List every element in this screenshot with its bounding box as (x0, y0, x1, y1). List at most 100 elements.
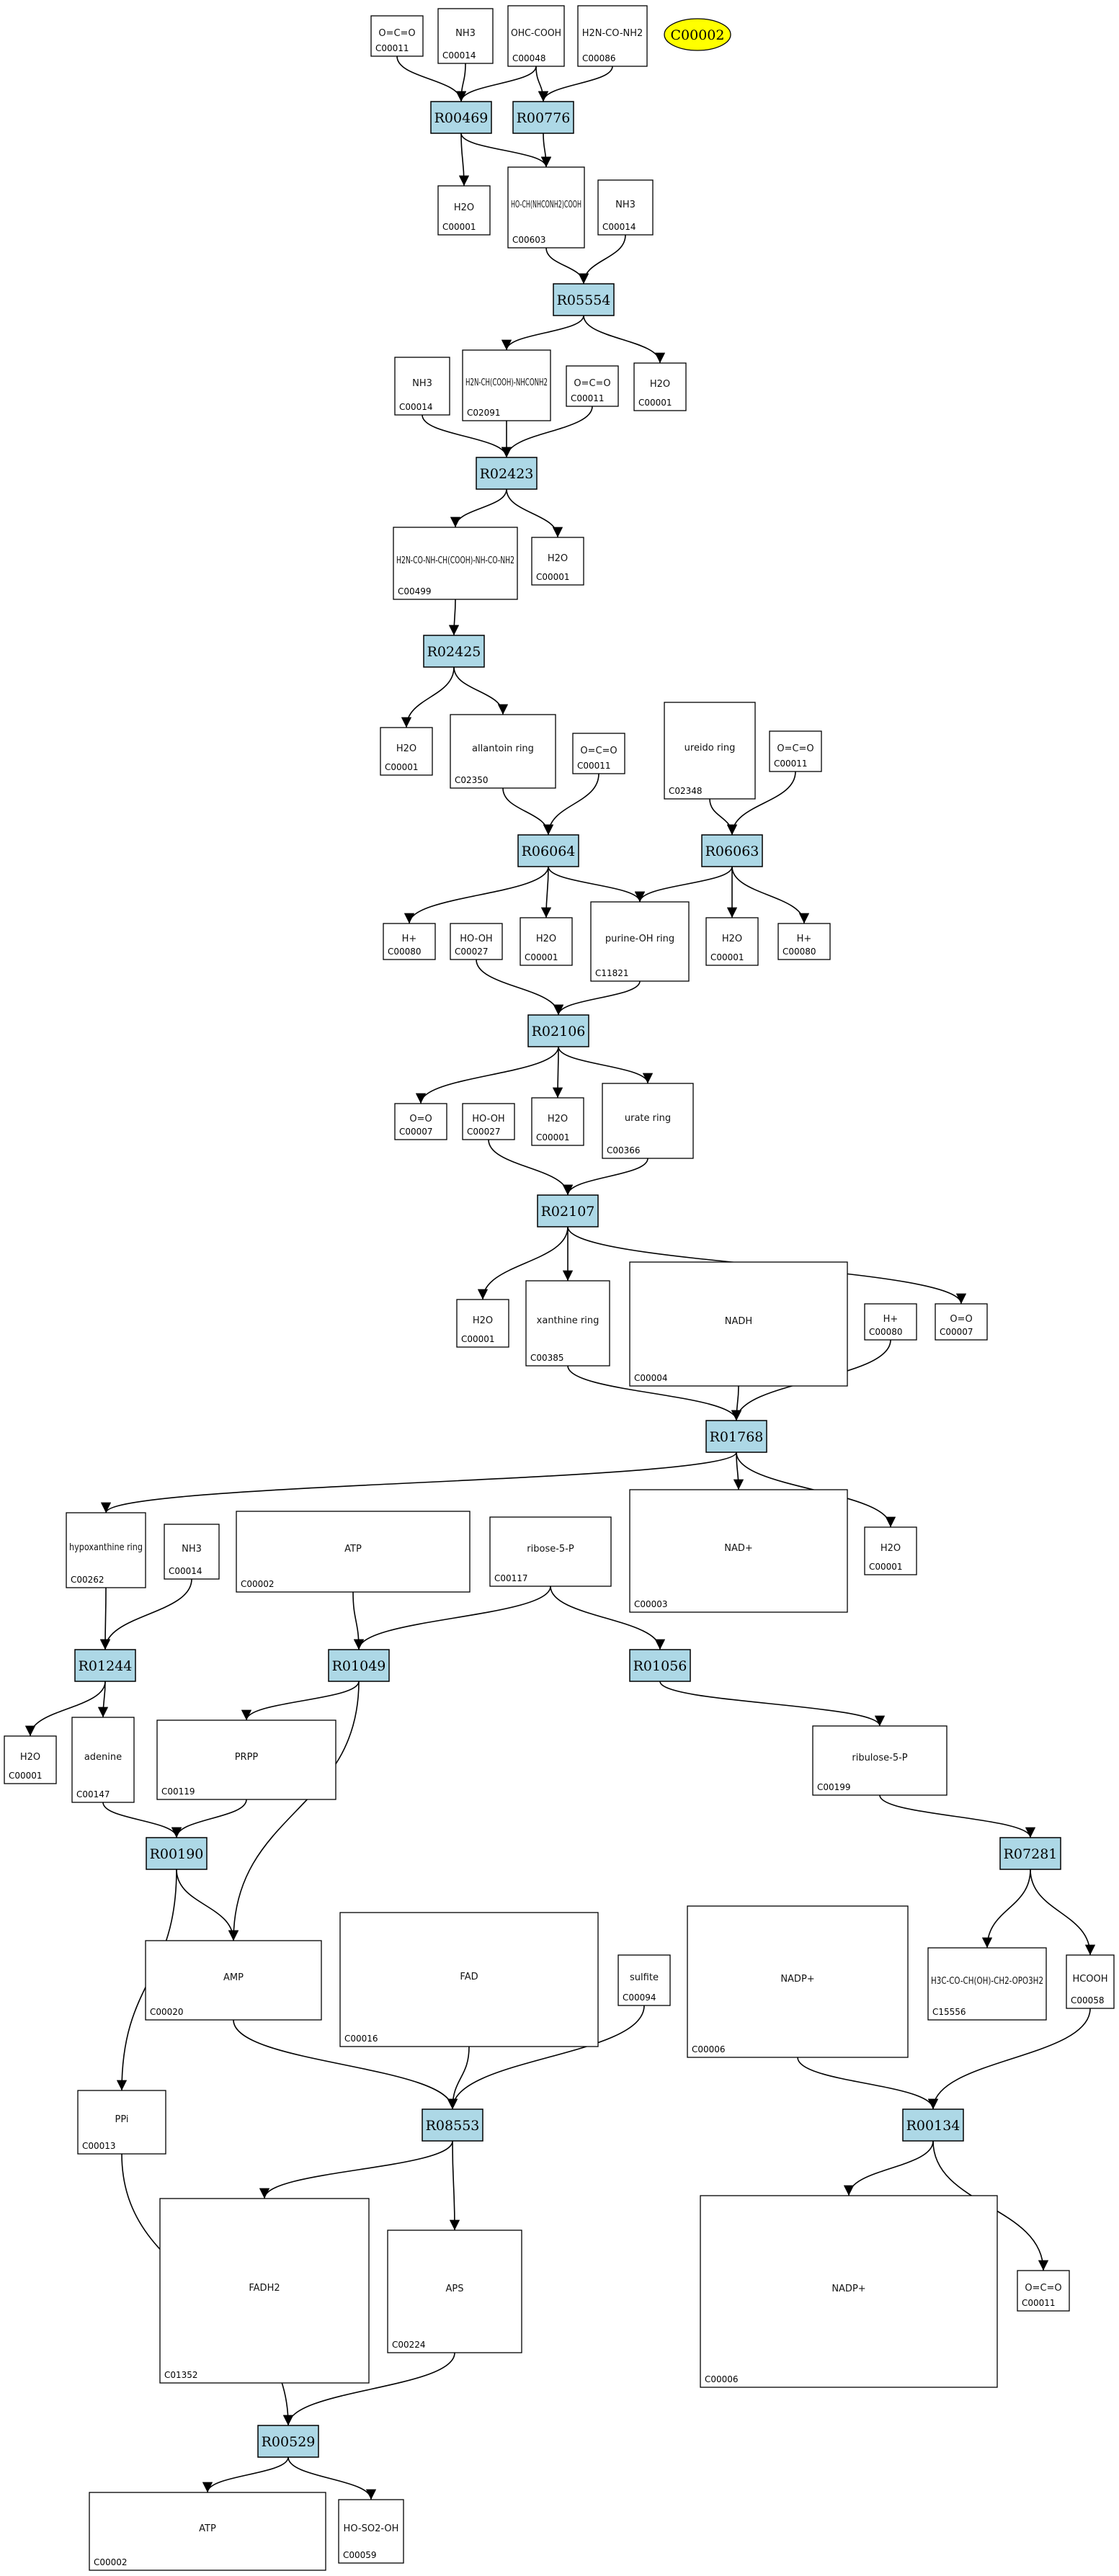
compound-box (769, 730, 822, 772)
reaction-node-r06064[interactable]: R06064 (517, 834, 579, 867)
reaction-label: R01244 (79, 1658, 133, 1674)
reaction-node-r00529[interactable]: R00529 (257, 2425, 319, 2458)
reaction-node-r00190[interactable]: R00190 (146, 1837, 208, 1870)
compound-structure: NADP+ (780, 1974, 814, 1985)
reaction-node-r00776[interactable]: R00776 (512, 101, 574, 134)
reaction-node-r01244[interactable]: R01244 (74, 1649, 136, 1682)
edge-c00086-to-r00776 (538, 66, 613, 102)
reaction-node-r02106[interactable]: R02106 (527, 1014, 589, 1047)
compound-structure: HCOOH (1072, 1974, 1107, 1985)
compound-structure: urate ring (625, 1113, 671, 1124)
edge-r05554-to-c00001_b (583, 315, 666, 364)
reaction-node-r08553[interactable]: R08553 (422, 2108, 483, 2142)
reaction-node-r01768[interactable]: R01768 (705, 1420, 767, 1453)
compound-id-label: C00058 (1071, 1995, 1105, 2005)
reaction-node-r07281[interactable]: R07281 (999, 1837, 1061, 1870)
compound-node-c00080_a[interactable]: H+C00080 (383, 923, 436, 960)
reaction-node-r00134[interactable]: R00134 (902, 2108, 964, 2142)
compound-structure: O=C=O (574, 378, 610, 389)
reaction-node-r01056[interactable]: R01056 (629, 1649, 691, 1682)
reaction-label: R08553 (426, 2118, 480, 2134)
edge-c00603-to-r05554 (545, 247, 589, 285)
reaction-node-r00469[interactable]: R00469 (430, 101, 492, 134)
reaction-node-r06063[interactable]: R06063 (701, 834, 763, 867)
compound-box (394, 1103, 447, 1140)
compound-node-c00080_c[interactable]: H+C00080 (864, 1303, 917, 1341)
edge-c02350-to-r06064 (502, 787, 554, 836)
reaction-node-r05554[interactable]: R05554 (553, 283, 615, 316)
compound-id-label: C00007 (399, 1127, 433, 1137)
reaction-node-r02107[interactable]: R02107 (537, 1194, 599, 1227)
highlighted-compound[interactable]: C00002 (664, 18, 731, 51)
edge-r02423-to-c00499 (450, 488, 507, 528)
compound-box (566, 365, 619, 407)
compound-id-label: C00020 (150, 2007, 184, 2017)
compound-node-c00006_a[interactable]: NADP+C00006 (687, 1905, 909, 2058)
compound-node-c00003[interactable]: NAD+C00003 (629, 1489, 848, 1613)
edge-c00199-to-r07281 (879, 1794, 1036, 1838)
compound-node-c00006_b[interactable]: NADP+C00006 (700, 2195, 998, 2388)
compound-structure: HO-SO2-OH (344, 2523, 399, 2534)
reaction-node-r02423[interactable]: R02423 (476, 457, 538, 490)
reaction-node-r01049[interactable]: R01049 (328, 1649, 390, 1682)
compound-node-c00080_b[interactable]: H+C00080 (777, 923, 831, 960)
edge-c00262-to-r01244 (99, 1587, 111, 1650)
edge-c00006_a-to-r00134 (797, 2057, 939, 2110)
compound-box (450, 714, 556, 789)
compound-box (145, 1940, 322, 2021)
compound-structure: H+ (797, 934, 812, 944)
reaction-node-r02425[interactable]: R02425 (423, 635, 485, 668)
compound-node-c00058[interactable]: HCOOH C00058 (1066, 1954, 1115, 2009)
compound-structure: HO-OH (460, 934, 492, 944)
